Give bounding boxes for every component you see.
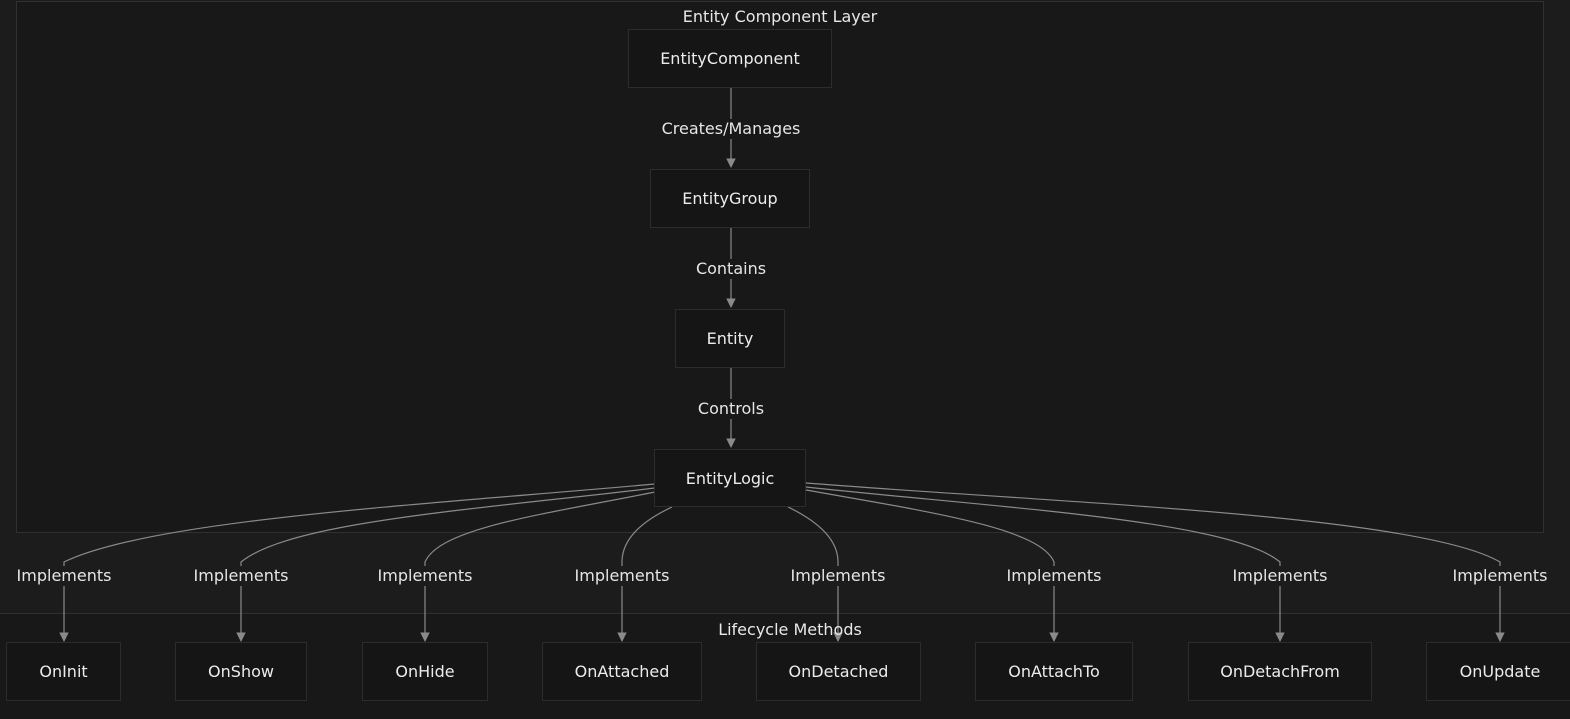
edge-label-implements-onattached: Implements [573,566,671,586]
edge-logic-to-onattachto [805,489,1059,642]
edge-label-implements-onattachto: Implements [1005,566,1103,586]
node-entity-component[interactable]: EntityComponent [628,29,832,88]
edge-label-implements-ondetachfrom: Implements [1231,566,1329,586]
cluster-title-entity-component-layer: Entity Component Layer [682,7,878,26]
edge-label-creates-manages: Creates/Manages [660,119,802,139]
node-on-hide[interactable]: OnHide [362,642,488,701]
cluster-entity-component-layer [16,1,1544,533]
node-on-attach-to[interactable]: OnAttachTo [975,642,1133,701]
node-on-detached[interactable]: OnDetached [756,642,921,701]
edge-label-implements-ondetached: Implements [789,566,887,586]
edge-label-contains: Contains [694,259,768,279]
edge-logic-to-onshow [236,487,656,642]
edge-label-implements-onhide: Implements [376,566,474,586]
node-entity-logic[interactable]: EntityLogic [654,449,806,507]
edge-label-controls: Controls [696,399,766,419]
edge-label-implements-onupdate: Implements [1451,566,1549,586]
node-on-init[interactable]: OnInit [6,642,121,701]
edge-label-implements-oninit: Implements [15,566,113,586]
edge-label-implements-onshow: Implements [192,566,290,586]
edge-logic-to-oninit [59,483,656,642]
node-on-update[interactable]: OnUpdate [1426,642,1570,701]
node-on-show[interactable]: OnShow [175,642,307,701]
edge-logic-to-ondetached [787,506,843,642]
edge-logic-to-onupdate [805,482,1505,642]
node-entity-group[interactable]: EntityGroup [650,169,810,228]
edge-logic-to-onattached [617,506,673,642]
node-on-detach-from[interactable]: OnDetachFrom [1188,642,1372,701]
node-entity[interactable]: Entity [675,309,785,368]
node-on-attached[interactable]: OnAttached [542,642,702,701]
edge-logic-to-onhide [420,491,656,642]
edge-logic-to-ondetachfrom [805,486,1285,642]
cluster-title-lifecycle-methods: Lifecycle Methods [718,620,862,639]
